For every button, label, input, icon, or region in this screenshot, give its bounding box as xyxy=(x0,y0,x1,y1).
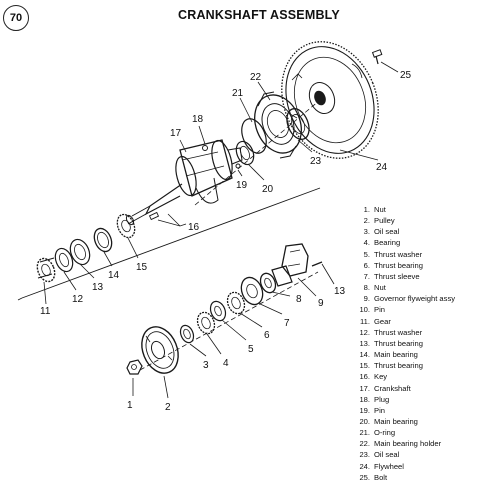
thrust-washer-5-part xyxy=(209,300,227,322)
governor-flyweight-assy-part xyxy=(271,243,309,287)
legend-item: 12.Thrust washer xyxy=(359,327,423,337)
legend-item: 17.Crankshaft xyxy=(359,383,411,393)
parts-legend: 1.Nut 2.Pulley 3.Oil seal 4.Bearing 5.Th… xyxy=(356,204,501,483)
legend-item: 8.Nut xyxy=(363,283,386,293)
thrust-sleeve-part xyxy=(240,276,264,306)
group-divider-line xyxy=(21,187,321,299)
o-ring-part xyxy=(241,118,267,154)
nut-1-part xyxy=(126,359,143,375)
legend-item: 1.Nut xyxy=(363,205,386,214)
callout-12: 12 xyxy=(72,294,84,305)
leader-lines xyxy=(43,61,399,399)
thrust-bearing-13-part xyxy=(69,238,91,266)
callout-16: 16 xyxy=(188,222,200,233)
legend-item: 7.Thrust sleeve xyxy=(363,271,420,281)
oil-seal-23-part xyxy=(286,108,310,140)
legend-item: 19.Pin xyxy=(359,405,385,415)
thrust-bearing-15-part xyxy=(116,213,136,239)
callout-13: 13 xyxy=(92,282,104,293)
legend-item: 4.Bearing xyxy=(363,238,401,248)
legend-item: 6.Thrust bearing xyxy=(363,260,423,270)
page-number-badge: 70 xyxy=(3,5,29,31)
callout-14: 14 xyxy=(108,270,120,281)
callout-10: 13 xyxy=(334,286,346,297)
gear-part xyxy=(36,257,56,283)
callout-25: 25 xyxy=(400,70,412,81)
callout-2: 2 xyxy=(165,402,171,413)
main-bearing-14-part xyxy=(93,227,113,253)
legend-item: 14.Main bearing xyxy=(359,350,418,360)
legend-item: 13.Thrust bearing xyxy=(359,338,423,348)
callout-5: 5 xyxy=(248,344,254,355)
callout-20: 20 xyxy=(262,184,274,195)
pulley-part xyxy=(141,326,179,374)
legend-item: 15.Thrust bearing xyxy=(359,361,423,371)
legend-item: 20.Main bearing xyxy=(359,416,418,426)
legend-item: 9.Governor flyweight assy xyxy=(363,294,456,304)
legend-item: 10.Pin xyxy=(359,305,385,315)
callout-19: 19 xyxy=(236,180,248,191)
legend-item: 11.Gear xyxy=(360,316,391,326)
callout-labels: 1 2 3 4 5 6 7 8 9 13 11 12 13 14 15 16 1… xyxy=(40,70,412,413)
legend-item: 25.Bolt xyxy=(359,472,388,482)
callout-17: 17 xyxy=(170,128,182,139)
bearing-4-part xyxy=(196,311,216,335)
callout-4: 4 xyxy=(223,358,229,369)
callout-1: 1 xyxy=(127,400,133,411)
upper-axis-centerline xyxy=(194,99,321,206)
legend-item: 23.Oil seal xyxy=(359,450,400,460)
callout-21: 21 xyxy=(232,88,244,99)
legend-item: 22.Main bearing holder xyxy=(359,439,442,449)
legend-item: 24.Flywheel xyxy=(359,461,404,471)
legend-item: 2.Pulley xyxy=(363,216,395,226)
group-divider-line-left xyxy=(17,297,23,301)
callout-6: 6 xyxy=(264,330,270,341)
oil-seal-3-part xyxy=(179,324,195,344)
plug-part xyxy=(202,145,208,151)
main-bearing-holder-part xyxy=(254,91,302,159)
flywheel-part xyxy=(281,41,379,159)
pin-10-part xyxy=(311,261,323,267)
callout-3: 3 xyxy=(203,360,209,371)
callout-24: 24 xyxy=(376,162,388,173)
thrust-bearing-6-part xyxy=(226,291,246,315)
lower-axis-centerline xyxy=(139,271,319,371)
legend-item: 3.Oil seal xyxy=(363,227,400,237)
page-title: CRANKSHAFT ASSEMBLY xyxy=(178,8,340,22)
flywheel-bolt-part xyxy=(371,49,383,65)
callout-18: 18 xyxy=(192,114,204,125)
crankshaft-part xyxy=(125,139,243,226)
callout-9: 9 xyxy=(318,298,324,309)
pin-19-part xyxy=(235,163,241,169)
callout-7: 7 xyxy=(284,318,290,329)
legend-item: 18.Plug xyxy=(359,394,390,404)
callout-11: 11 xyxy=(40,306,51,317)
nut-8-part xyxy=(259,272,277,294)
legend-item: 21.O-ring xyxy=(359,428,396,438)
legend-item: 5.Thrust washer xyxy=(363,249,423,259)
callout-23: 23 xyxy=(310,156,322,167)
callout-15: 15 xyxy=(136,262,148,273)
legend-item: 16.Key xyxy=(359,372,388,382)
callout-8: 8 xyxy=(296,294,302,305)
thrust-washer-12-part xyxy=(54,247,74,273)
callout-22: 22 xyxy=(250,72,262,83)
